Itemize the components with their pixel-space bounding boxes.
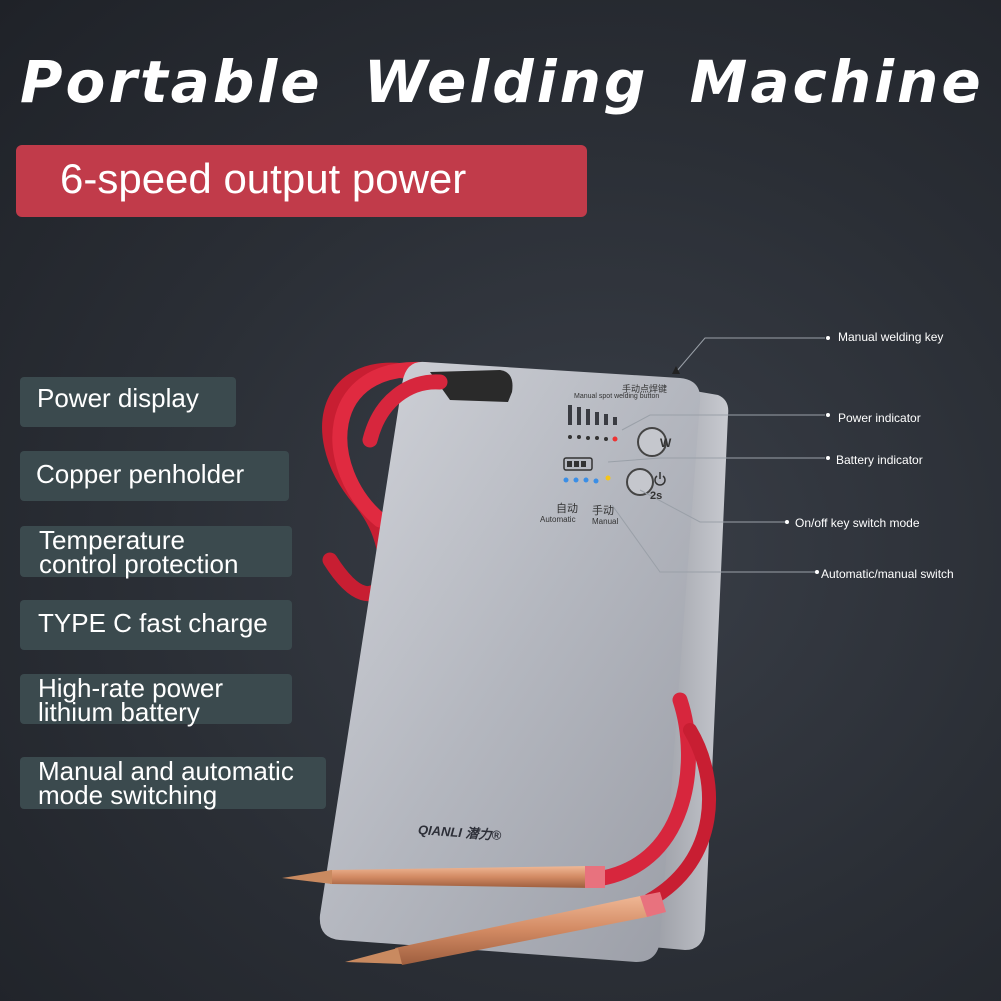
power-button-time: 2s — [650, 490, 663, 502]
auto-label-en: Automatic — [540, 515, 576, 524]
speed-banner-text: 6-speed output power — [60, 155, 467, 202]
feature-label: Temperature control protection — [39, 525, 239, 579]
arrow-up-icon — [672, 366, 680, 374]
callout-dot — [826, 413, 830, 417]
copper-pen-upper-tip — [282, 870, 332, 884]
callout-lines — [607, 337, 825, 573]
auto-label-cn: 自动 — [556, 503, 578, 515]
copper-pen-lower-tip — [345, 948, 402, 964]
w-button-label[interactable]: W — [660, 436, 672, 450]
manual-label-en: Manual — [592, 517, 619, 526]
callout-dot — [826, 456, 830, 460]
callout-manual-welding-key: Manual welding key — [838, 330, 944, 344]
callout-battery-indicator: Battery indicator — [836, 453, 923, 467]
feature-copper-penholder: Copper penholder — [20, 451, 289, 501]
speed-banner: 6-speed output power — [16, 145, 587, 217]
w-button — [637, 427, 667, 457]
battery-indicator — [563, 457, 611, 484]
callout-dot — [815, 570, 819, 574]
top-label-en: Manual spot welding button — [574, 393, 660, 400]
device-body — [319, 361, 701, 962]
callout-power-indicator: Power indicator — [838, 411, 921, 425]
pen-sleeve-lower — [640, 892, 666, 917]
feature-lithium-battery: High-rate power lithium battery — [20, 673, 292, 727]
pen-sleeve-upper — [585, 866, 605, 888]
feature-label: High-rate power lithium battery — [38, 673, 223, 727]
page-title: Portable Welding Machine — [20, 48, 984, 116]
feature-label: Copper penholder — [36, 459, 245, 489]
connector-plug — [430, 370, 513, 402]
callout-dot — [785, 520, 789, 524]
callout-auto-manual-switch: Automatic/manual switch — [821, 567, 954, 581]
feature-label: Manual and automatic mode switching — [38, 756, 294, 810]
callout-on-off-key: On/off key switch mode — [795, 516, 920, 530]
feature-power-display: Power display — [20, 377, 236, 427]
copper-pen-lower — [395, 895, 652, 965]
power-button — [626, 468, 654, 496]
power-icon — [654, 472, 666, 486]
feature-temperature-protection: Temperature control protection — [20, 526, 292, 577]
power-display-bars — [568, 405, 617, 425]
manual-label-cn: 手动 — [592, 505, 614, 517]
feature-mode-switching: Manual and automatic mode switching — [20, 757, 326, 809]
power-indicator-dots — [568, 435, 618, 442]
feature-label: TYPE C fast charge — [38, 608, 268, 638]
cable-top — [362, 374, 448, 448]
feature-type-c-charge: TYPE C fast charge — [20, 600, 292, 650]
callout-dot — [826, 336, 830, 340]
feature-label: Power display — [37, 383, 199, 413]
cable-loop-left — [332, 361, 438, 528]
copper-pen-upper — [330, 866, 592, 888]
top-label-cn: 手动点焊键 — [622, 384, 668, 394]
cable-front-right-2 — [643, 723, 717, 907]
